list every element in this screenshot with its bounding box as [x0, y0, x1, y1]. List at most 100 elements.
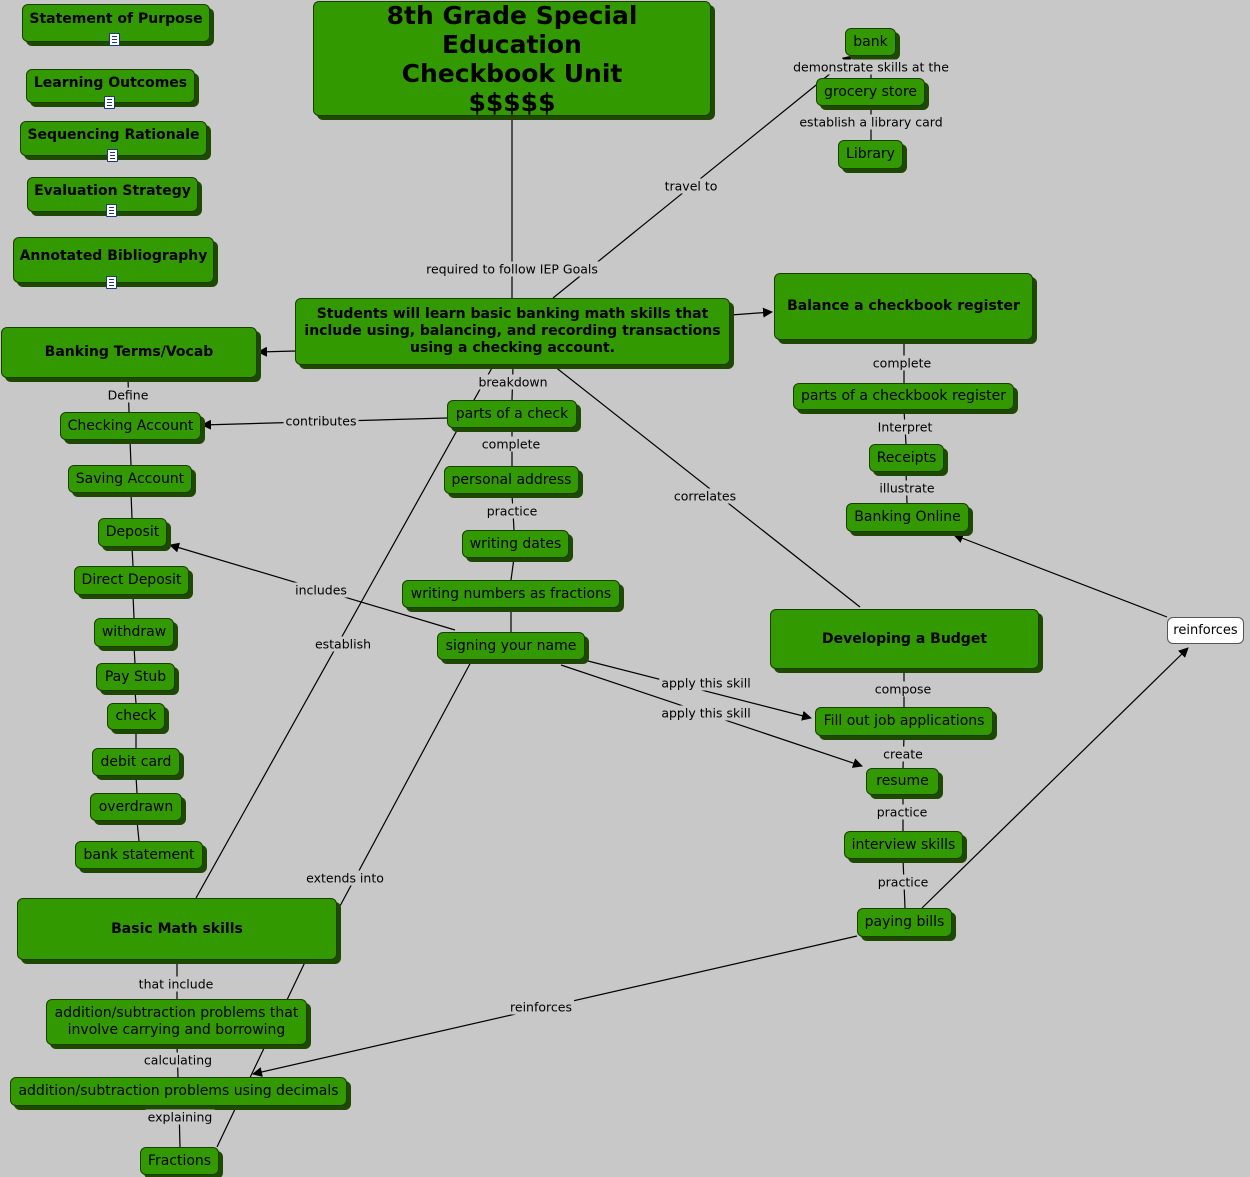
- sequencing-rationale-label: Sequencing Rationale: [27, 127, 200, 143]
- learning-outcomes-label: Learning Outcomes: [33, 75, 188, 91]
- title-line-3: $$$$$: [468, 87, 556, 117]
- link-label: Define: [105, 387, 151, 403]
- saving-account-label: Saving Account: [75, 470, 185, 487]
- job-applications-node[interactable]: Fill out job applications: [815, 707, 993, 736]
- statement-of-purpose-label: Statement of Purpose: [29, 11, 203, 27]
- link-label: establish a library card: [797, 114, 945, 130]
- banking-terms-node[interactable]: Banking Terms/Vocab: [1, 327, 257, 378]
- debit-card-label: debit card: [100, 753, 172, 770]
- pay-stub-node[interactable]: Pay Stub: [96, 663, 175, 691]
- checking-account-node[interactable]: Checking Account: [60, 412, 201, 440]
- link-label: practice: [875, 874, 931, 890]
- document-icon[interactable]: [104, 96, 115, 109]
- debit-card-node[interactable]: debit card: [92, 748, 180, 776]
- interview-skills-label: interview skills: [851, 836, 956, 853]
- deposit-node[interactable]: Deposit: [98, 518, 167, 547]
- receipts-node[interactable]: Receipts: [869, 444, 944, 472]
- sequencing-rationale-node[interactable]: Sequencing Rationale: [20, 121, 207, 156]
- link-label: establish: [312, 636, 374, 652]
- bank-label: bank: [853, 33, 888, 50]
- basic-math-label: Basic Math skills: [111, 920, 243, 937]
- main-goal-node[interactable]: Students will learn basic banking math s…: [295, 298, 730, 365]
- balance-checkbook-label: Balance a checkbook register: [787, 298, 1020, 314]
- document-icon[interactable]: [106, 204, 117, 217]
- interview-skills-node[interactable]: interview skills: [844, 831, 963, 859]
- addsub-carrying-label: addition/subtraction problems that invol…: [54, 1005, 299, 1038]
- parts-of-register-label: parts of a checkbook register: [801, 388, 1006, 404]
- reinforces-node[interactable]: reinforces: [1167, 617, 1244, 644]
- title-line-1: 8th Grade Special Education: [386, 0, 638, 59]
- fractions-node[interactable]: Fractions: [140, 1147, 219, 1175]
- library-node[interactable]: Library: [838, 140, 903, 169]
- resume-node[interactable]: resume: [866, 768, 939, 795]
- link-label: contributes: [283, 413, 359, 429]
- parts-of-register-node[interactable]: parts of a checkbook register: [793, 383, 1014, 410]
- title-node[interactable]: 8th Grade Special Education Checkbook Un…: [313, 0, 711, 117]
- check-label: check: [115, 708, 157, 724]
- banking-online-node[interactable]: Banking Online: [846, 503, 969, 532]
- link-label: practice: [874, 804, 930, 820]
- link-label: correlates: [671, 488, 739, 504]
- annotated-bibliography-label: Annotated Bibliography: [19, 248, 208, 264]
- personal-address-label: personal address: [451, 471, 572, 488]
- main-goal-label: Students will learn basic banking math s…: [304, 306, 721, 356]
- developing-budget-label: Developing a Budget: [821, 630, 988, 647]
- developing-budget-node[interactable]: Developing a Budget: [770, 609, 1039, 669]
- personal-address-node[interactable]: personal address: [444, 466, 579, 494]
- document-icon[interactable]: [109, 33, 120, 46]
- link-label: travel to: [662, 178, 720, 194]
- evaluation-strategy-label: Evaluation Strategy: [34, 183, 191, 199]
- parts-of-check-label: parts of a check: [455, 405, 569, 422]
- basic-math-node[interactable]: Basic Math skills: [17, 898, 337, 960]
- resume-label: resume: [876, 773, 929, 789]
- link-label: create: [881, 746, 925, 762]
- bank-statement-node[interactable]: bank statement: [75, 841, 203, 869]
- link-label: explaining: [145, 1109, 215, 1125]
- link-label: compose: [872, 681, 934, 697]
- signing-name-node[interactable]: signing your name: [437, 632, 585, 660]
- link-label: that include: [136, 976, 216, 992]
- link-label: complete: [479, 436, 543, 452]
- grocery-store-label: grocery store: [823, 83, 918, 100]
- receipts-label: Receipts: [876, 449, 937, 466]
- document-icon[interactable]: [106, 276, 117, 289]
- link-label: apply this skill: [659, 675, 753, 691]
- link-label: breakdown: [476, 374, 550, 390]
- learning-outcomes-node[interactable]: Learning Outcomes: [26, 69, 195, 103]
- direct-deposit-node[interactable]: Direct Deposit: [74, 566, 189, 595]
- overdrawn-label: overdrawn: [98, 798, 174, 815]
- addsub-decimals-node[interactable]: addition/subtraction problems using deci…: [10, 1077, 347, 1106]
- paying-bills-label: paying bills: [864, 914, 945, 930]
- direct-deposit-label: Direct Deposit: [81, 572, 182, 588]
- reinforces-node-label: reinforces: [1173, 623, 1238, 638]
- addsub-carrying-node[interactable]: addition/subtraction problems that invol…: [46, 999, 307, 1045]
- bank-node[interactable]: bank: [845, 28, 896, 56]
- link-label: required to follow IEP Goals: [424, 261, 600, 277]
- link-label: extends into: [304, 870, 386, 886]
- withdraw-label: withdraw: [101, 624, 167, 640]
- banking-online-label: Banking Online: [854, 509, 961, 525]
- writing-dates-node[interactable]: writing dates: [462, 530, 569, 558]
- writing-numbers-node[interactable]: writing numbers as fractions: [402, 580, 620, 608]
- overdrawn-node[interactable]: overdrawn: [90, 793, 182, 821]
- link-label: demonstrate skills at the: [791, 59, 951, 75]
- addsub-decimals-label: addition/subtraction problems using deci…: [18, 1083, 339, 1099]
- grocery-store-node[interactable]: grocery store: [816, 78, 925, 106]
- document-icon[interactable]: [107, 149, 118, 162]
- banking-terms-label: Banking Terms/Vocab: [44, 344, 214, 360]
- library-label: Library: [846, 146, 895, 162]
- paying-bills-node[interactable]: paying bills: [857, 908, 952, 937]
- link-label: illustrate: [877, 480, 937, 496]
- annotated-bibliography-node[interactable]: Annotated Bibliography: [13, 237, 214, 283]
- checking-account-label: Checking Account: [67, 417, 194, 434]
- withdraw-node[interactable]: withdraw: [94, 618, 174, 647]
- balance-checkbook-node[interactable]: Balance a checkbook register: [774, 273, 1033, 340]
- bank-statement-label: bank statement: [83, 846, 195, 863]
- saving-account-node[interactable]: Saving Account: [68, 465, 192, 493]
- statement-of-purpose-node[interactable]: Statement of Purpose: [22, 4, 210, 42]
- pay-stub-label: Pay Stub: [104, 668, 167, 685]
- link-label: Interpret: [875, 419, 935, 435]
- check-node[interactable]: check: [107, 703, 165, 730]
- parts-of-check-node[interactable]: parts of a check: [447, 400, 577, 428]
